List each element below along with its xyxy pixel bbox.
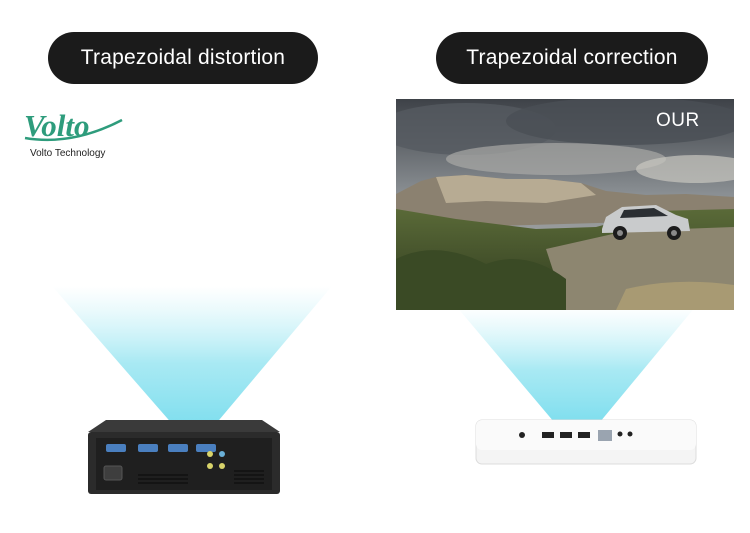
cloud — [506, 99, 734, 145]
logo-swoosh — [24, 118, 123, 142]
car — [602, 205, 690, 240]
title-distortion: Trapezoidal distortion — [80, 46, 286, 69]
vent-grille — [138, 470, 264, 484]
av-jack — [219, 463, 225, 469]
audio-jack — [207, 451, 213, 457]
projected-landscape-photo — [396, 99, 734, 310]
foreground-shrubs — [396, 250, 566, 310]
power-socket — [103, 465, 123, 481]
dc-jack — [519, 432, 525, 438]
projector-white-rear — [475, 419, 697, 465]
vga-port — [168, 444, 188, 452]
vga-port — [138, 444, 158, 452]
ir-sensor — [627, 431, 633, 437]
title-pill-distortion: Trapezoidal distortion — [48, 32, 318, 84]
audio-jack — [219, 451, 225, 457]
projector-top — [88, 420, 280, 432]
title-pill-correction: Trapezoidal correction — [436, 32, 708, 84]
photo-label: OUR — [656, 110, 700, 131]
logo-caption: Volto Technology — [30, 148, 106, 159]
av-jack — [207, 463, 213, 469]
title-correction: Trapezoidal correction — [466, 46, 678, 69]
logo-wordmark: Volto — [24, 108, 89, 143]
vga-port — [196, 444, 216, 452]
cloud — [446, 143, 666, 175]
hdmi-port — [578, 432, 590, 438]
usb-port — [560, 432, 572, 438]
audio-jack — [617, 431, 623, 437]
projection-beam-corrected — [456, 306, 696, 422]
projector-dark-rear — [88, 420, 280, 494]
vga-port — [106, 444, 126, 452]
usb-port — [542, 432, 554, 438]
cloud — [636, 155, 734, 183]
lan-port — [598, 430, 612, 441]
projection-beam-distorted — [52, 286, 332, 426]
volto-logo: Volto — [24, 108, 123, 143]
cliff-face — [436, 175, 596, 203]
dry-grass — [616, 281, 734, 310]
